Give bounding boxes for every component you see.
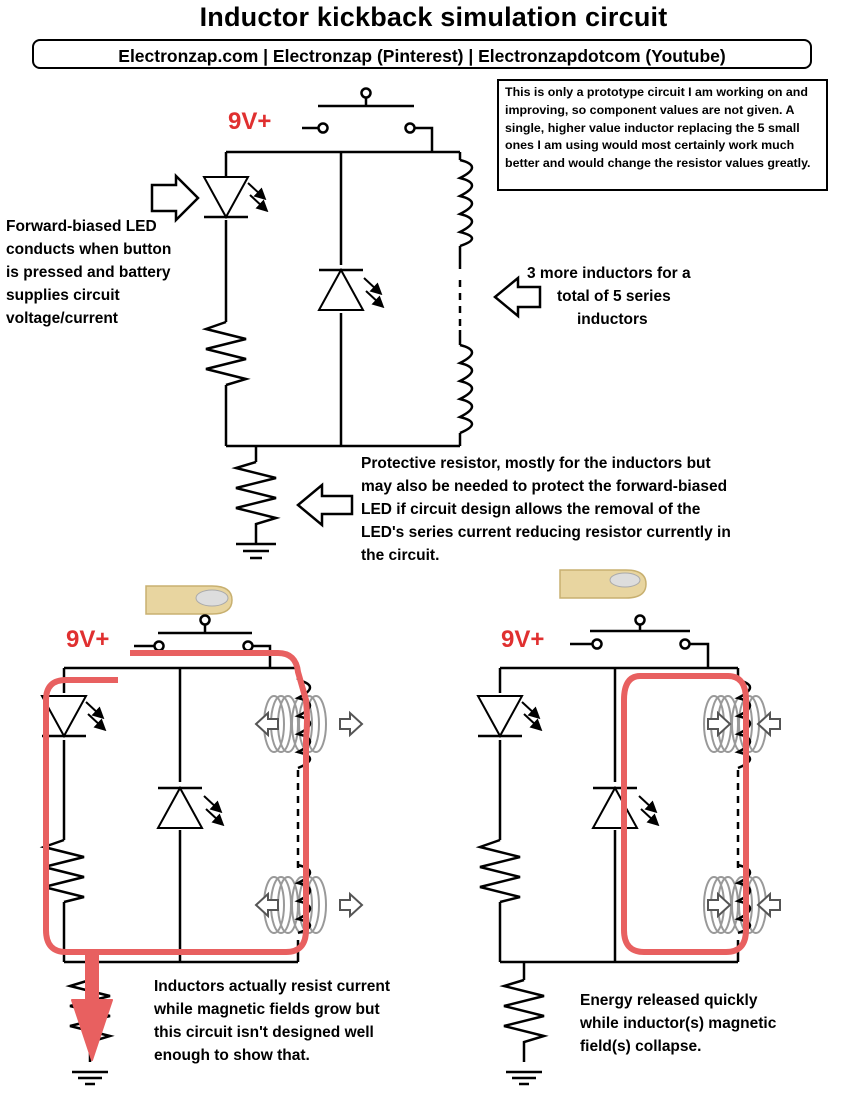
inductor-caption-2: total of 5 series — [557, 288, 671, 305]
led-caption-3: is pressed and battery — [6, 264, 171, 281]
diode-top — [317, 268, 365, 312]
right-caption-1: Energy released quickly — [580, 992, 758, 1009]
inductor-top-1 — [456, 158, 474, 248]
current-arrow-down — [71, 951, 113, 1061]
battery-label-left: 9V+ — [66, 626, 110, 653]
led-caption-4: supplies circuit — [6, 287, 120, 304]
left-caption-2: while magnetic fields grow but — [154, 1001, 380, 1018]
battery-label-right: 9V+ — [501, 626, 545, 653]
arrow-inductors — [493, 275, 542, 319]
arrow-led — [150, 172, 200, 224]
arrow-resistor — [296, 482, 354, 528]
left-caption-3: this circuit isn't designed well — [154, 1024, 374, 1041]
diode-right — [591, 786, 639, 830]
current-path-left — [43, 650, 310, 1061]
resistor-caption-4: LED's series current reducing resistor c… — [361, 524, 731, 541]
inductor-right-1 — [734, 678, 752, 770]
battery-label-top: 9V+ — [228, 108, 272, 135]
led-right — [476, 694, 524, 738]
links-banner: Electronzap.com | Electronzap (Pinterest… — [32, 39, 812, 69]
right-circuit — [475, 614, 740, 1086]
led-caption-5: voltage/current — [6, 310, 118, 327]
page-title: Inductor kickback simulation circuit — [199, 2, 668, 32]
right-caption-3: field(s) collapse. — [580, 1038, 702, 1055]
led-top — [202, 175, 250, 219]
left-circuit — [39, 614, 300, 1086]
finger-left — [145, 585, 233, 615]
switch-terminal — [317, 122, 329, 134]
led-caption-2: conducts when button — [6, 241, 172, 258]
led-caption-1: Forward-biased LED — [6, 218, 157, 235]
led-top-rays — [247, 182, 269, 213]
inductor-top-2 — [456, 343, 474, 435]
inductor-caption-1: 3 more inductors for a — [527, 265, 691, 282]
resistor-caption-1: Protective resistor, mostly for the indu… — [361, 455, 711, 472]
right-caption-2: while inductor(s) magnetic — [580, 1015, 777, 1032]
ground-resistor-top — [231, 460, 281, 544]
diode-left — [156, 786, 204, 830]
left-caption-1: Inductors actually resist current — [154, 978, 391, 995]
resistor-top — [201, 320, 251, 387]
finger-right — [559, 569, 647, 599]
resistor-caption-5: the circuit. — [361, 547, 440, 564]
resistor-caption-2: may also be needed to protect the forwar… — [361, 478, 728, 495]
inductor-caption-3: inductors — [577, 311, 648, 328]
prototype-note: This is only a prototype circuit I am wo… — [497, 79, 828, 191]
current-path-right — [621, 673, 749, 955]
left-caption-4: enough to show that. — [154, 1047, 310, 1064]
top-circuit — [201, 87, 474, 560]
inductor-left-1 — [294, 678, 312, 770]
resistor-caption-3: LED if circuit design allows the removal… — [361, 501, 701, 518]
